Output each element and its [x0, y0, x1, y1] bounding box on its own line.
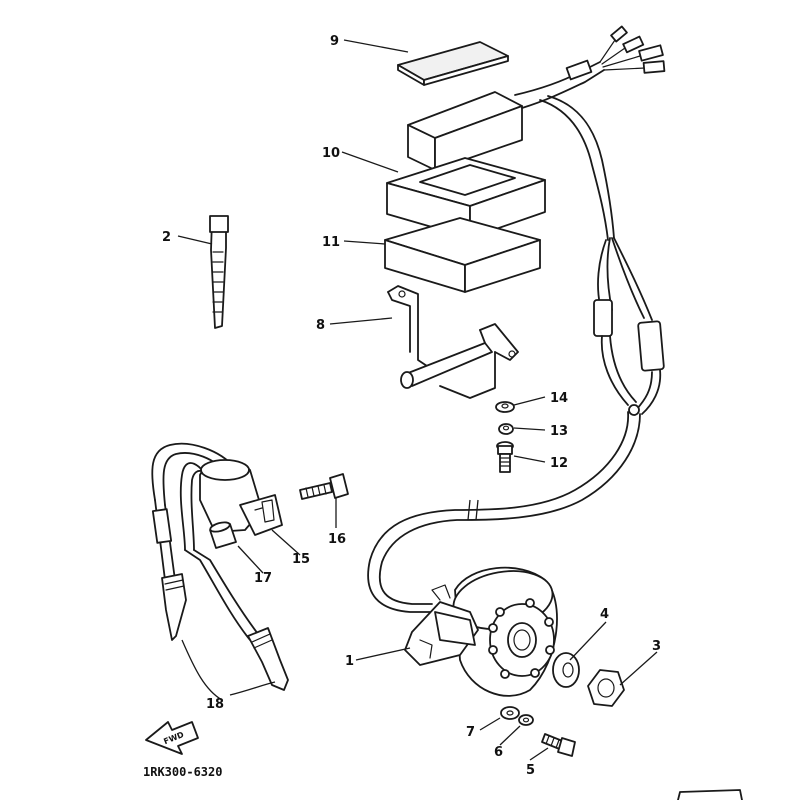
part-17-sleeve — [209, 521, 237, 549]
part-7-washer — [500, 706, 520, 720]
callout-8: 8 — [316, 318, 325, 333]
callout-5: 5 — [526, 763, 535, 778]
callout-4: 4 — [600, 607, 609, 622]
part-14-washer — [495, 401, 515, 413]
part-6-lock-washer — [518, 714, 534, 726]
part-5-screw — [541, 733, 576, 757]
callout-3: 3 — [652, 639, 661, 654]
part-3-nut — [587, 669, 625, 707]
callout-16: 16 — [328, 532, 346, 547]
callout-11: 11 — [322, 235, 340, 250]
callout-6: 6 — [494, 745, 503, 760]
callout-17: 17 — [254, 571, 272, 586]
part-1-stator — [404, 566, 558, 697]
part-16-bolt — [299, 473, 349, 500]
part-9-pad — [397, 41, 509, 86]
callout-14: 14 — [550, 391, 568, 406]
part-18-plug-caps — [151, 499, 289, 691]
part-4-washer — [552, 652, 580, 688]
part-12-screw — [496, 441, 514, 473]
corner-mark — [677, 789, 743, 800]
leader-lines — [177, 39, 658, 761]
wiring-harness — [367, 25, 666, 613]
part-8-bracket — [387, 285, 519, 399]
callout-13: 13 — [550, 424, 568, 439]
part-13-spring-washer — [498, 423, 514, 435]
part-11-rubber-pad — [384, 217, 541, 293]
callout-numbers: 9 10 11 2 8 14 13 12 16 15 17 18 1 4 3 7… — [162, 34, 661, 778]
part-code: 1RK300-6320 — [143, 765, 222, 779]
callout-15: 15 — [292, 552, 310, 567]
fwd-arrow-icon: FWD — [145, 721, 199, 755]
callout-9: 9 — [330, 34, 339, 49]
callout-7: 7 — [466, 725, 475, 740]
callout-2: 2 — [162, 230, 171, 245]
callout-18: 18 — [206, 697, 224, 712]
part-15-ignition-coil — [151, 442, 283, 551]
part-10-cdi-unit — [386, 91, 546, 239]
callout-1: 1 — [345, 654, 354, 669]
part-2-cable-tie — [209, 215, 229, 329]
callout-10: 10 — [322, 146, 340, 161]
callout-12: 12 — [550, 456, 568, 471]
